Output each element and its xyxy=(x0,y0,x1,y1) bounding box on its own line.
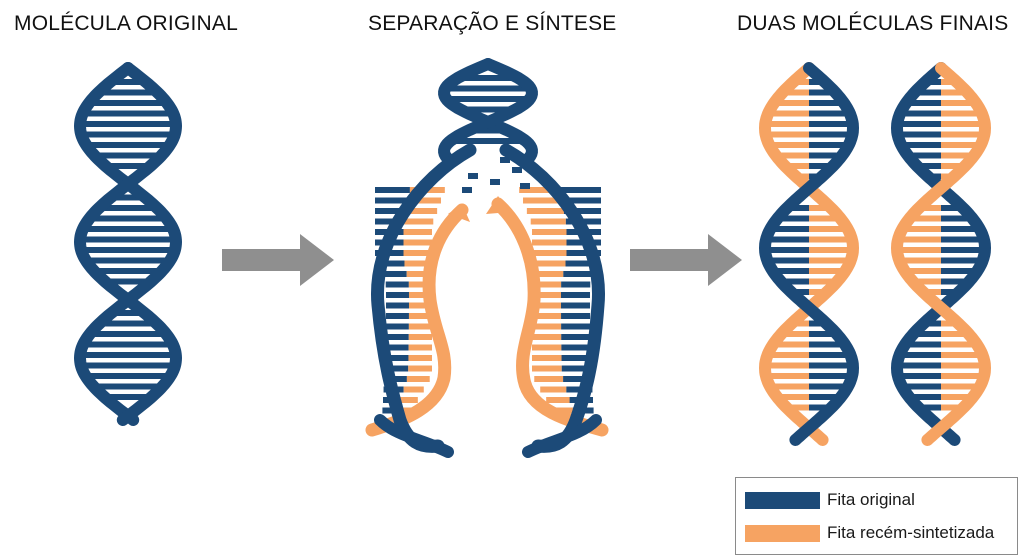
original-strand-tail xyxy=(522,414,602,458)
synthesis-arrowhead-icon xyxy=(448,204,470,222)
panel-title-original: MOLÉCULA ORIGINAL xyxy=(14,12,238,35)
dna-strand xyxy=(758,62,860,446)
legend-label-original: Fita original xyxy=(827,490,915,509)
process-arrow-icon xyxy=(222,234,334,286)
dna-strand xyxy=(890,62,992,446)
daughter-molecule-right xyxy=(890,62,992,446)
dna-strand xyxy=(890,62,992,446)
synthesis-arrowhead-icon xyxy=(486,196,510,214)
daughter-molecule-left xyxy=(758,62,860,446)
new-strand-left xyxy=(365,203,469,437)
dna-strand xyxy=(758,62,860,446)
dna-strand xyxy=(73,62,183,426)
dna-strand xyxy=(438,58,538,166)
legend-label-new: Fita recém-sintetizada xyxy=(827,523,995,542)
new-strand-right xyxy=(491,197,609,437)
replicating-molecule xyxy=(365,58,609,458)
dna-strand xyxy=(438,58,538,166)
process-arrow-icon xyxy=(630,234,742,286)
legend: Fita original Fita recém-sintetizada xyxy=(735,477,1018,555)
arrow-shape xyxy=(222,234,334,286)
panel-title-final: DUAS MOLÉCULAS FINAIS xyxy=(737,12,1009,35)
original-molecule xyxy=(73,62,183,426)
legend-swatch-original xyxy=(745,492,820,509)
dna-strand xyxy=(73,62,183,426)
legend-swatch-new xyxy=(745,525,820,542)
legend-item-original: Fita original xyxy=(736,487,1017,517)
legend-item-new: Fita recém-sintetizada xyxy=(736,520,1017,550)
original-strand-tail xyxy=(374,414,454,458)
panel-title-separation: SEPARAÇÃO E SÍNTESE xyxy=(368,12,617,35)
arrow-shape xyxy=(630,234,742,286)
